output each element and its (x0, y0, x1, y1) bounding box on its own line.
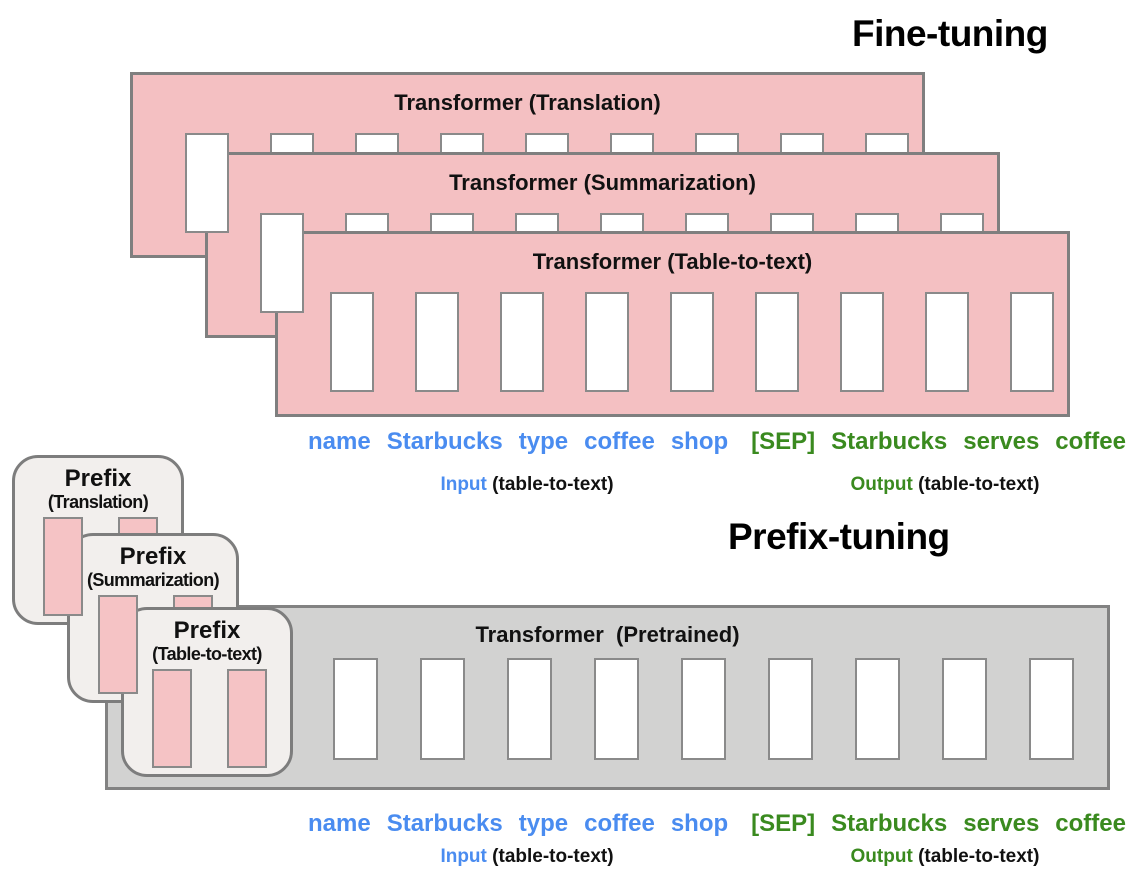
sep-token: [SEP] (751, 428, 816, 455)
token-slot (1029, 658, 1074, 760)
output-caption-word: Output (850, 846, 913, 867)
pretrained-transformer-label: Transformer (Pretrained) (475, 622, 740, 647)
input-caption-word: Input (440, 846, 487, 867)
transformer-card-table-to-text: Transformer (Table-to-text) (275, 231, 1070, 417)
output-token: coffee (1055, 428, 1126, 455)
fine-tuning-title: Fine-tuning (852, 13, 1048, 54)
input-token: type (518, 810, 569, 837)
prefix-card-table-to-text: Prefix (Table-to-text) (121, 607, 293, 777)
input-token: type (518, 428, 569, 455)
output-caption-word: Output (850, 474, 913, 495)
output-caption-bottom: Output (table-to-text) (851, 846, 1040, 868)
token-slot (670, 292, 714, 392)
token-row-bottom: name Starbucks type coffee shop [SEP] St… (308, 810, 1126, 838)
token-slot (1010, 292, 1054, 392)
token-slot (768, 658, 813, 760)
output-caption-top: Output (table-to-text) (851, 474, 1040, 496)
output-token: serves (963, 810, 1040, 837)
prefix-tuning-title: Prefix-tuning (728, 516, 950, 557)
prefix-slot (227, 669, 267, 768)
token-slot (500, 292, 544, 392)
token-slot (185, 133, 229, 233)
prefix-slot (43, 517, 83, 616)
prefix-card-subtitle: (Summarization) (86, 570, 220, 590)
token-slot (594, 658, 639, 760)
sep-token: [SEP] (751, 810, 816, 837)
input-token: shop (670, 810, 729, 837)
token-slot (330, 292, 374, 392)
output-caption-task: (table-to-text) (918, 846, 1040, 867)
prefix-slot (152, 669, 192, 768)
input-token: Starbucks (386, 428, 503, 455)
prefix-card-subtitle: (Table-to-text) (152, 644, 262, 664)
input-token: shop (670, 428, 729, 455)
input-caption-task: (table-to-text) (492, 846, 614, 867)
token-slot (755, 292, 799, 392)
token-slot (507, 658, 552, 760)
output-token: coffee (1055, 810, 1126, 837)
token-slot (420, 658, 465, 760)
input-caption-bottom: Input (table-to-text) (440, 846, 613, 868)
token-slot (925, 292, 969, 392)
input-caption-word: Input (440, 474, 487, 495)
input-caption-task: (table-to-text) (492, 474, 614, 495)
output-token: Starbucks (831, 428, 948, 455)
token-slot (415, 292, 459, 392)
input-token: coffee (584, 810, 655, 837)
prefix-card-title: Prefix (119, 543, 187, 570)
output-token: serves (963, 428, 1040, 455)
token-slot (681, 658, 726, 760)
prefix-card-title: Prefix (64, 465, 132, 492)
token-slot (260, 213, 304, 313)
token-slot (333, 658, 378, 760)
input-token: coffee (584, 428, 655, 455)
prefix-slot (98, 595, 138, 694)
prefix-card-subtitle: (Translation) (47, 492, 149, 512)
input-token: name (308, 810, 371, 837)
token-slot (585, 292, 629, 392)
token-slot (855, 658, 900, 760)
transformer-card-label: Transformer (Summarization) (449, 170, 756, 195)
token-slot (942, 658, 987, 760)
output-caption-task: (table-to-text) (918, 474, 1040, 495)
input-token: name (308, 428, 371, 455)
output-token: Starbucks (831, 810, 948, 837)
token-row-top: name Starbucks type coffee shop [SEP] St… (308, 428, 1126, 456)
transformer-card-label: Transformer (Table-to-text) (532, 249, 813, 274)
input-token: Starbucks (386, 810, 503, 837)
prefix-card-title: Prefix (173, 617, 241, 644)
token-slot (840, 292, 884, 392)
input-caption-top: Input (table-to-text) (440, 474, 613, 496)
transformer-card-label: Transformer (Translation) (394, 90, 661, 115)
